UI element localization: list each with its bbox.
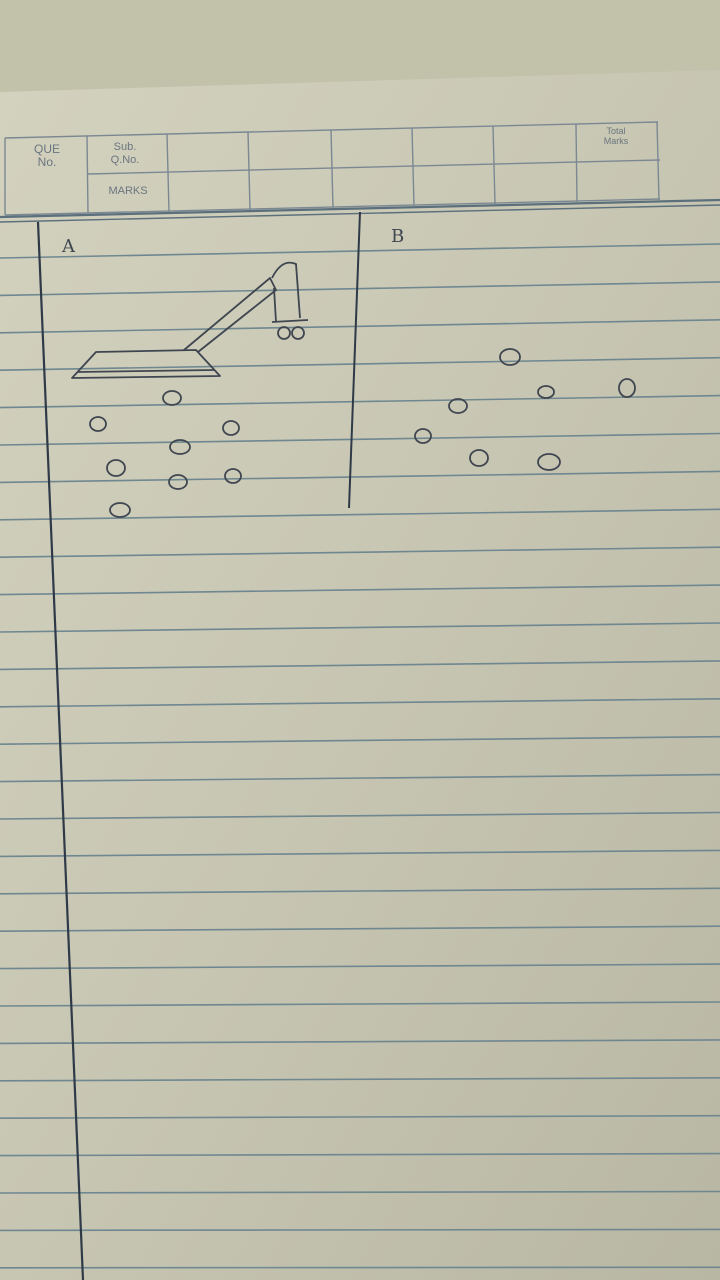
margin-line xyxy=(36,221,85,1280)
rule-line xyxy=(0,925,720,932)
rule-line xyxy=(0,508,720,521)
rule-line xyxy=(0,963,720,970)
rule-line xyxy=(0,1152,720,1157)
rule-line xyxy=(0,243,720,259)
sub-q-no-label: Sub. Q.No. xyxy=(110,141,140,166)
rule-line xyxy=(0,887,720,895)
rule-line xyxy=(0,546,720,558)
rule-line xyxy=(0,319,720,334)
rule-line xyxy=(0,849,720,858)
rule-line xyxy=(0,356,720,371)
rule-line xyxy=(0,1001,720,1007)
rule-line xyxy=(0,1190,720,1194)
divider-line xyxy=(348,211,361,509)
rule-line xyxy=(0,394,720,409)
header-line xyxy=(0,198,720,219)
que-no-label: QUE No. xyxy=(33,142,60,169)
sketch-circles-b xyxy=(414,348,636,471)
ruled-lines xyxy=(0,243,720,1269)
sketch-appliance xyxy=(71,261,309,379)
rule-line xyxy=(0,1077,720,1082)
marks-label: MARKS xyxy=(108,185,148,197)
rule-line xyxy=(0,1114,720,1119)
marks-table xyxy=(4,121,661,216)
rule-line xyxy=(0,698,720,708)
rule-line xyxy=(0,1228,720,1232)
rule-line xyxy=(0,622,720,633)
rule-line xyxy=(0,432,720,446)
sketch-circles-a xyxy=(89,390,242,518)
label-b: B xyxy=(391,226,405,247)
rule-line xyxy=(0,811,720,820)
rule-line xyxy=(0,1266,720,1269)
label-a: A xyxy=(62,236,75,257)
rule-line xyxy=(0,584,720,596)
rule-line xyxy=(0,660,720,671)
rule-line xyxy=(0,470,720,484)
rule-line xyxy=(0,735,720,745)
rule-line xyxy=(0,281,720,297)
paper-sheet xyxy=(0,70,720,1280)
rule-line xyxy=(0,1039,720,1045)
total-marks-label: Total Marks xyxy=(603,126,629,146)
rule-line xyxy=(0,773,720,783)
